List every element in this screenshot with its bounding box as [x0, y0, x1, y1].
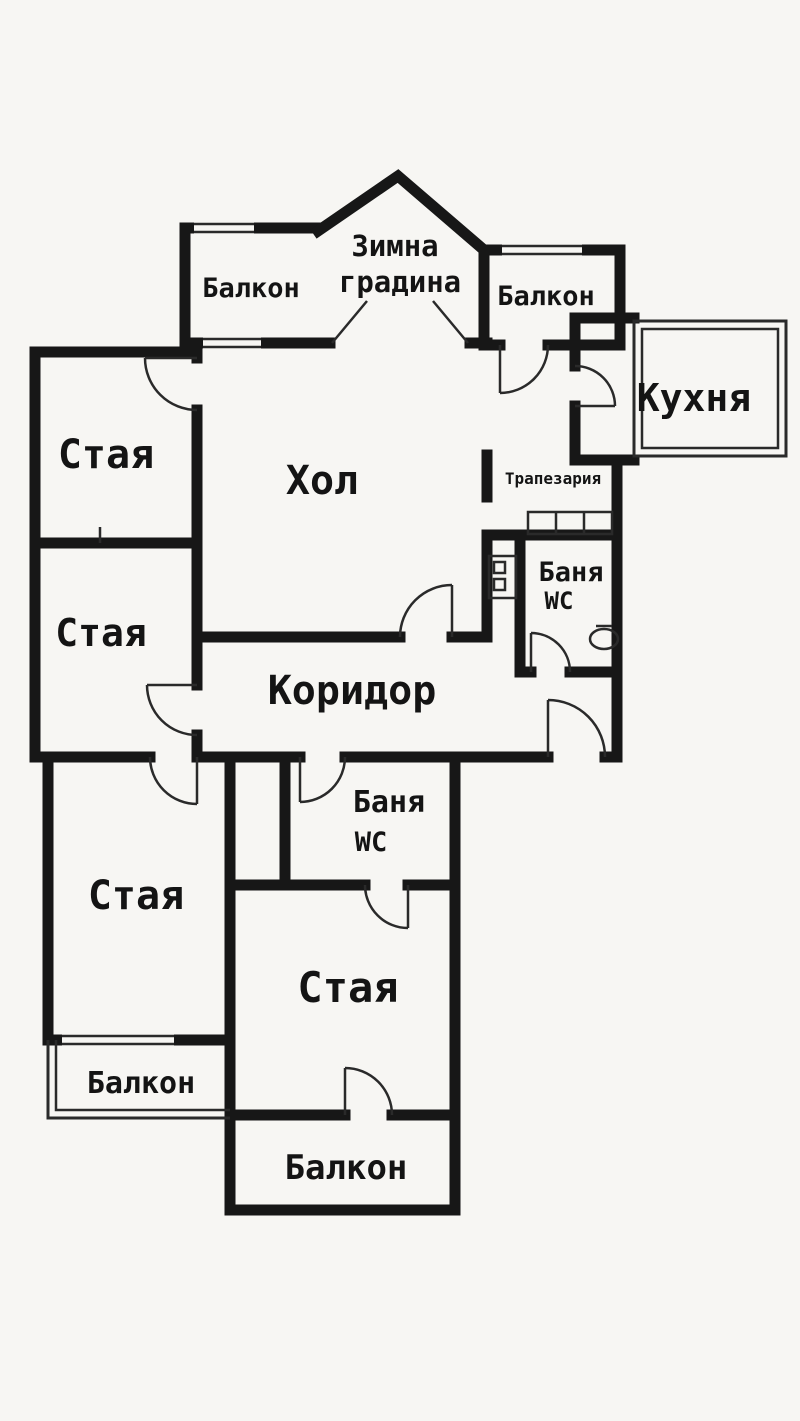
- toilet-fixture: [588, 627, 620, 651]
- door-bath-right: [529, 631, 572, 673]
- room-labels: Зимна градина Балкон Балкон Кухня Стая Х…: [55, 229, 751, 1188]
- sink-basin-2: [492, 577, 507, 592]
- label-room-mid-left: Стая: [55, 611, 147, 655]
- label-kitchen: Кухня: [637, 376, 751, 420]
- label-dining: Трапезария: [505, 469, 601, 488]
- door-room-bl: [148, 756, 199, 806]
- door-living-corridor: [398, 583, 454, 638]
- label-balcony-top-right: Балкон: [497, 281, 595, 312]
- sink-fixture: [487, 554, 518, 600]
- door-balcony-tr: [498, 344, 550, 395]
- label-living-room: Хол: [286, 458, 358, 504]
- window-living-to-balcony: [203, 337, 261, 349]
- label-room-bottom-center: Стая: [297, 963, 398, 1012]
- door-kitchen: [574, 364, 617, 408]
- window-room-bl: [62, 1034, 174, 1046]
- label-balcony-bottom-left: Балкон: [87, 1066, 195, 1101]
- label-balcony-top-left: Балкон: [202, 273, 300, 304]
- kitchen-terrace-outer: [632, 319, 788, 458]
- label-room-bottom-left: Стая: [88, 873, 184, 919]
- balcony-bl-outline-inner: [54, 1040, 230, 1112]
- window-balcony-tr: [502, 244, 582, 256]
- label-room-top-left: Стая: [58, 432, 154, 478]
- label-corridor: Коридор: [268, 668, 437, 714]
- door-entrance: [546, 698, 607, 758]
- label-winter-garden-line1: Зимна: [351, 229, 438, 263]
- door-room-tl: [143, 356, 198, 412]
- label-bath-center-line2: WC: [355, 827, 388, 858]
- sink-basin-1: [492, 560, 507, 575]
- counter-dividers: [554, 512, 586, 534]
- balcony-bl-outline: [46, 1040, 230, 1120]
- thin-details: [46, 222, 788, 1120]
- counter-fixture: [526, 510, 614, 536]
- wall-balcony-tl: [179, 222, 324, 349]
- door-bath-center: [298, 756, 347, 804]
- label-winter-garden-line2: градина: [339, 265, 461, 299]
- label-bath-right-line1: Баня: [538, 557, 603, 588]
- wall-kitchen-top: [569, 312, 640, 372]
- label-balcony-bottom-center: Балкон: [285, 1148, 408, 1188]
- window-balcony-tl: [194, 222, 254, 234]
- wall-winter-garden: [310, 169, 492, 258]
- label-bath-right-line2: WC: [545, 587, 574, 615]
- door-balcony-bc: [343, 1066, 394, 1116]
- door-room-ml: [145, 683, 198, 737]
- door-room-bc: [363, 884, 410, 930]
- label-bath-center-line1: Баня: [353, 785, 425, 820]
- door-winter-garden-leaves: [331, 300, 469, 344]
- kitchen-terrace-inner: [640, 327, 780, 450]
